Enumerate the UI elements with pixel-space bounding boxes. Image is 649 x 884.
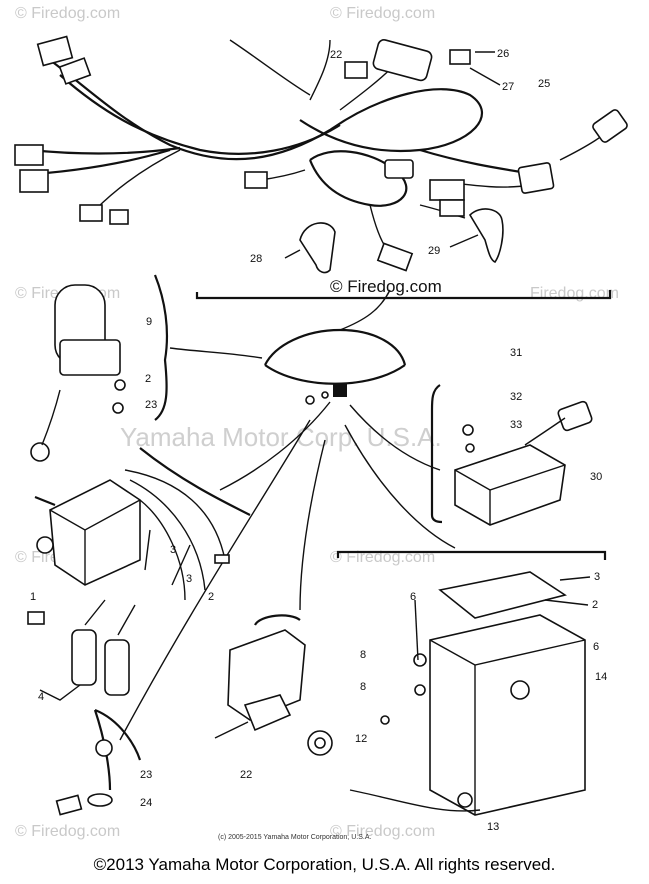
center-watermark: © Firedog.com	[330, 277, 442, 296]
ignition-coil	[30, 274, 169, 462]
callout-6: 6	[593, 641, 599, 653]
regulator-unit	[430, 384, 593, 526]
callout-13: 13	[487, 821, 499, 833]
small-copyright: (c) 2005-2015 Yamaha Motor Corporation, …	[218, 834, 371, 841]
callout-2: 2	[592, 599, 598, 611]
callout-23: 23	[140, 769, 152, 781]
callout-22: 22	[240, 769, 252, 781]
callout-12: 12	[355, 733, 367, 745]
watermark: © Firedog.com	[330, 549, 435, 566]
callout-30: 30	[590, 471, 602, 483]
callout-14: 14	[595, 671, 607, 683]
battery-assembly	[336, 550, 607, 816]
callout-labels: 26 27 25 22 28 29 9 2 23 31 32 33 30 3 2…	[30, 48, 607, 833]
callout-3: 3	[594, 571, 600, 583]
callout-3: 3	[170, 544, 176, 556]
callout-24: 24	[140, 797, 152, 809]
headlight-shell	[119, 289, 456, 741]
callout-3: 3	[186, 573, 192, 585]
copyright-footer: ©2013 Yamaha Motor Corporation, U.S.A. A…	[93, 855, 556, 874]
watermark: © Firedog.com	[15, 823, 120, 840]
callout-27: 27	[502, 81, 514, 93]
watermark-layer: © Firedog.com © Firedog.com © Firedog.co…	[15, 5, 619, 840]
callout-2: 2	[208, 591, 214, 603]
callout-28: 28	[250, 253, 262, 265]
callout-26: 26	[497, 48, 509, 60]
callout-22: 22	[330, 49, 342, 61]
group-bracket	[195, 290, 612, 300]
harness-junction	[333, 383, 347, 397]
callout-8: 8	[360, 681, 366, 693]
watermark: © Firedog.com	[15, 5, 120, 22]
callout-32: 32	[510, 391, 522, 403]
main-wiring-harness	[14, 35, 628, 274]
callout-23: 23	[145, 399, 157, 411]
callout-25: 25	[538, 78, 550, 90]
neutral-switch	[55, 709, 113, 816]
watermark: Firedog.com	[530, 285, 619, 302]
callout-6: 6	[410, 591, 416, 603]
callout-2: 2	[145, 373, 151, 385]
callout-4: 4	[38, 691, 44, 703]
callout-1: 1	[30, 591, 36, 603]
callout-31: 31	[510, 347, 522, 359]
starter-relay	[214, 614, 333, 756]
callout-9: 9	[146, 316, 152, 328]
watermark: © Firedog.com	[330, 823, 435, 840]
callout-33: 33	[510, 419, 522, 431]
stator-assembly	[27, 447, 251, 761]
callout-29: 29	[428, 245, 440, 257]
watermark-corp: Yamaha Motor Corp. U.S.A.	[120, 422, 442, 452]
watermark: © Firedog.com	[330, 5, 435, 22]
callout-8: 8	[360, 649, 366, 661]
